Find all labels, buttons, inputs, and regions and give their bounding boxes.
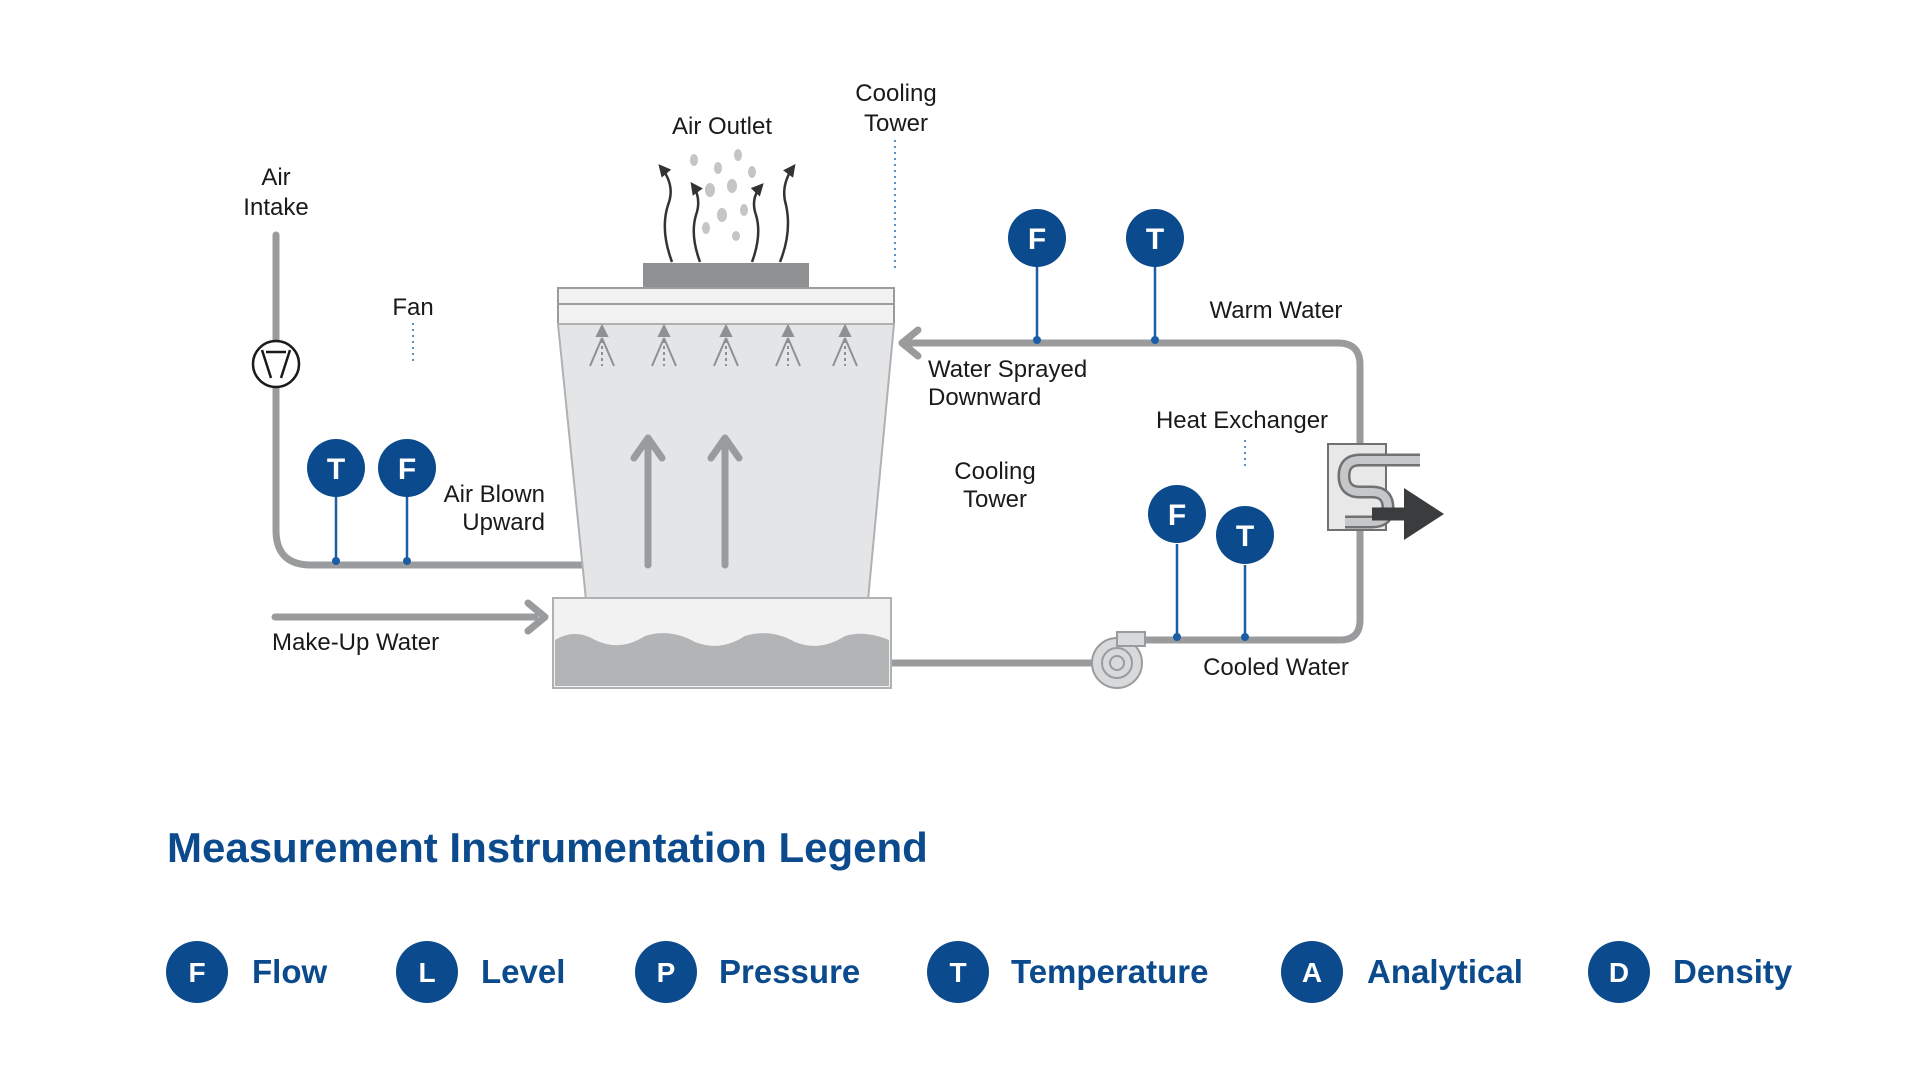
instrument-warm-temperature: T	[1126, 209, 1184, 267]
density-badge-icon	[1588, 941, 1650, 1003]
temperature-badge-icon	[927, 941, 989, 1003]
legend-title: Measurement Instrumentation Legend	[167, 824, 928, 871]
legend-item-analytical: A Analytical	[1281, 941, 1523, 1003]
pump-icon	[1091, 631, 1146, 689]
label-heat-exchanger: Heat Exchanger	[1156, 407, 1328, 434]
instrument-cooled-temperature: T	[1216, 506, 1274, 564]
tower-top-band	[557, 287, 895, 305]
label-water-sprayed-2: Downward	[928, 384, 1041, 411]
legend-label: Pressure	[719, 953, 860, 990]
legend-items: F Flow L Level P Pressure T Temperature …	[166, 941, 1793, 1003]
label-cooling-tower-top-1: Cooling	[855, 80, 936, 107]
badge-letter: T	[327, 453, 345, 486]
legend-label: Analytical	[1367, 953, 1523, 990]
label-cooling-tower-mid-2: Tower	[963, 486, 1027, 513]
label-warm-water: Warm Water	[1210, 297, 1343, 324]
label-water-sprayed-1: Water Sprayed	[928, 356, 1087, 383]
instrument-taps	[332, 336, 1249, 641]
basin-water	[555, 633, 889, 686]
legend-letter: L	[418, 957, 435, 988]
heat-exchanger-icon	[1327, 443, 1444, 540]
instrument-left-temperature: T	[307, 439, 365, 497]
tower-top-band-2	[557, 303, 895, 325]
legend-item-level: L Level	[396, 941, 565, 1003]
label-cooling-tower-mid-1: Cooling	[954, 458, 1035, 485]
tower-top-cap	[643, 263, 809, 288]
badge-letter: F	[1028, 223, 1046, 256]
legend-item-temperature: T Temperature	[927, 941, 1208, 1003]
air-upward-arrows	[630, 434, 743, 569]
badge-letter: T	[1236, 520, 1254, 553]
legend-label: Level	[481, 953, 565, 990]
nozzle-4-icon	[775, 323, 801, 367]
nozzle-1-icon	[589, 323, 615, 367]
make-up-water-arrow-icon	[524, 599, 549, 635]
diagram-labels: Air Intake Fan Air Outlet Cooling Tower …	[243, 80, 1349, 681]
label-cooled-water: Cooled Water	[1203, 654, 1349, 681]
sprayer-nozzles	[589, 323, 858, 367]
level-badge-icon	[396, 941, 458, 1003]
fan-icon	[251, 339, 301, 389]
nozzle-2-icon	[651, 323, 677, 367]
badge-letter: T	[1146, 223, 1164, 256]
warm-water-arrow-icon	[898, 326, 922, 360]
label-air-blown-2: Upward	[462, 509, 545, 536]
instrument-warm-flow: F	[1008, 209, 1066, 267]
analytical-badge-icon	[1281, 941, 1343, 1003]
cooled-water-pipe	[1136, 536, 1364, 644]
legend-item-pressure: P Pressure	[635, 941, 860, 1003]
warm-water-pipe	[906, 339, 1364, 544]
leader-lines	[412, 140, 1246, 468]
label-air-intake-2: Intake	[243, 194, 308, 221]
badge-letter: F	[398, 453, 416, 486]
instrument-cooled-flow: F	[1148, 485, 1206, 543]
vapor-droplets	[690, 149, 756, 241]
legend-item-density: D Density	[1588, 941, 1793, 1003]
legend-item-flow: F Flow	[166, 941, 327, 1003]
pressure-badge-icon	[635, 941, 697, 1003]
nozzle-3-icon	[713, 323, 739, 367]
legend-label: Flow	[252, 953, 327, 990]
label-fan: Fan	[392, 294, 433, 321]
badge-letter: F	[1168, 499, 1186, 532]
label-air-outlet: Air Outlet	[672, 113, 772, 140]
cooling-tower	[552, 263, 896, 689]
label-air-intake-1: Air	[261, 164, 290, 191]
legend-label: Density	[1673, 953, 1793, 990]
label-air-blown-1: Air Blown	[444, 481, 545, 508]
legend-letter: P	[657, 957, 676, 988]
label-make-up-water: Make-Up Water	[272, 629, 439, 656]
label-cooling-tower-top-2: Tower	[864, 110, 928, 137]
air-outlet-wisps	[658, 163, 796, 263]
legend-label: Temperature	[1011, 953, 1208, 990]
legend-letter: D	[1609, 957, 1629, 988]
legend-letter: T	[949, 957, 966, 988]
instrument-left-flow: F	[378, 439, 436, 497]
legend-letter: A	[1302, 957, 1322, 988]
legend-letter: F	[188, 957, 205, 988]
nozzle-5-icon	[832, 323, 858, 367]
flow-badge-icon	[166, 941, 228, 1003]
